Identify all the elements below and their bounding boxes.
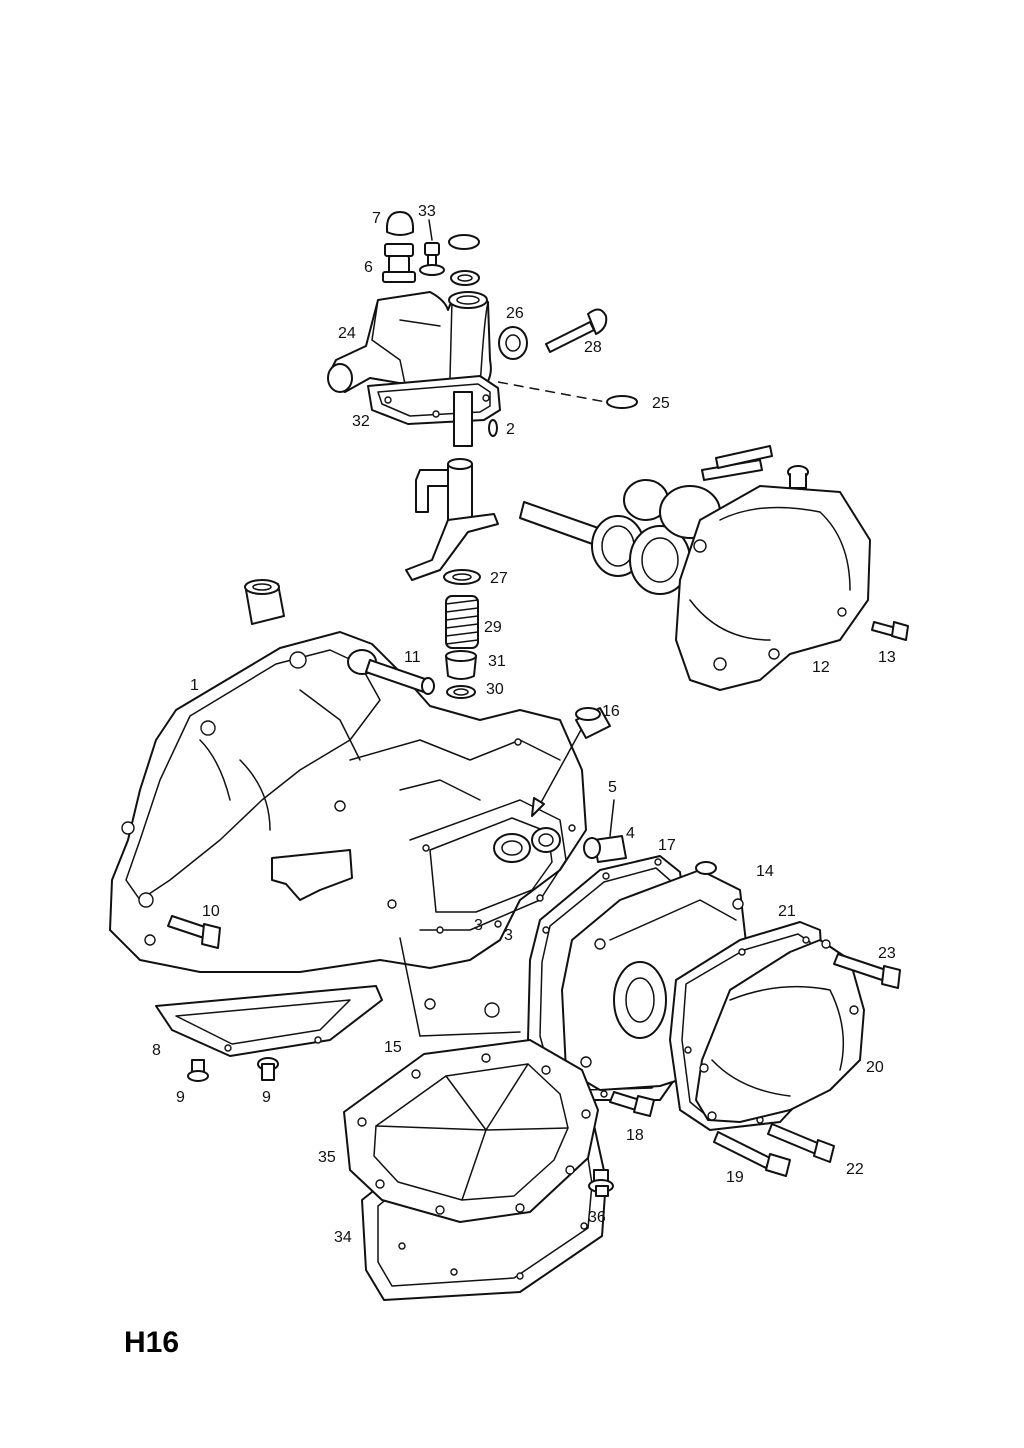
callout-11: 11 <box>404 649 421 666</box>
shift-housing-group <box>327 211 638 447</box>
callout-21: 21 <box>778 903 796 920</box>
callout-12: 12 <box>812 659 830 676</box>
part-10-bolt <box>167 915 221 949</box>
arrow-16 <box>537 727 583 809</box>
callout-9a: 9 <box>176 1089 185 1106</box>
part-16-dowel <box>575 707 611 739</box>
part-20-end-cover <box>695 939 865 1123</box>
callout-17: 17 <box>658 837 676 854</box>
callout-9b: 9 <box>262 1089 271 1106</box>
callout-20: 20 <box>866 1059 884 1076</box>
selector-fork <box>405 458 499 581</box>
callout-6: 6 <box>364 259 373 276</box>
callout-3a: 3 <box>474 917 483 934</box>
callout-7: 7 <box>372 210 381 227</box>
part-22-bolt <box>767 1123 835 1163</box>
part-9-screw-right <box>257 1057 279 1081</box>
alignment-line-25 <box>497 381 607 403</box>
seal-washer <box>450 270 480 286</box>
callout-2: 2 <box>506 421 515 438</box>
part-36-drain-plug <box>588 1169 614 1197</box>
part-4-plug <box>583 799 627 863</box>
part-7-cap <box>386 211 414 236</box>
callout-28: 28 <box>584 339 602 356</box>
callout-29: 29 <box>484 619 502 636</box>
part-33-screw <box>419 219 445 276</box>
callout-3b: 3 <box>504 927 513 944</box>
part-28-bolt <box>545 308 608 353</box>
blanking-disc <box>448 234 480 250</box>
callout-31: 31 <box>488 653 506 670</box>
callout-32: 32 <box>352 413 370 430</box>
callout-35: 35 <box>318 1149 336 1166</box>
callout-24: 24 <box>338 325 356 342</box>
callout-13: 13 <box>878 649 896 666</box>
callout-8: 8 <box>152 1042 161 1059</box>
part-12-gear-assembly <box>519 445 871 691</box>
part-1-transmission-case <box>109 631 587 1018</box>
diagram-code: H16 <box>124 1326 179 1359</box>
callout-16: 16 <box>602 703 620 720</box>
part-9-screw-left <box>187 1059 209 1082</box>
part-24-shift-housing <box>327 291 492 393</box>
callout-1: 1 <box>190 677 199 694</box>
part-27-washer <box>443 569 481 585</box>
callout-30: 30 <box>486 681 504 698</box>
callout-4: 4 <box>626 825 635 842</box>
callout-10: 10 <box>202 903 220 920</box>
part-8-cover-plate <box>155 985 383 1057</box>
part-26-bearing <box>498 326 528 360</box>
bushing <box>244 579 285 625</box>
callout-26: 26 <box>506 305 524 322</box>
callout-27: 27 <box>490 570 508 587</box>
selector-group <box>405 458 499 699</box>
part-3-bearing-cups <box>493 827 561 863</box>
callout-14: 14 <box>756 863 774 880</box>
part-30-washer <box>446 685 476 699</box>
callout-15: 15 <box>384 1039 402 1056</box>
part-2-oring <box>488 419 498 437</box>
part-31-cup <box>445 655 477 680</box>
callout-18: 18 <box>626 1127 644 1144</box>
part-23-bolt <box>833 953 901 989</box>
callout-22: 22 <box>846 1161 864 1178</box>
part-11-bolt <box>347 649 435 695</box>
callout-23: 23 <box>878 945 896 962</box>
callout-36: 36 <box>588 1209 606 1226</box>
part-18-bolt <box>609 1091 655 1117</box>
part-6-plug <box>382 243 416 283</box>
callout-34: 34 <box>334 1229 352 1246</box>
callout-25: 25 <box>652 395 670 412</box>
part-13-bolt <box>871 621 909 641</box>
part-29-spring <box>445 595 479 649</box>
part-35-oil-pan <box>343 1039 599 1223</box>
part-25-washer <box>606 395 638 409</box>
callout-33: 33 <box>418 203 436 220</box>
leader-lines <box>399 937 521 1037</box>
callout-19: 19 <box>726 1169 744 1186</box>
callout-labels: 1 2 3 3 4 5 6 7 8 9 9 10 11 12 13 14 15 … <box>152 203 896 1246</box>
part-19-bolt <box>713 1131 791 1177</box>
callout-5: 5 <box>608 779 617 796</box>
